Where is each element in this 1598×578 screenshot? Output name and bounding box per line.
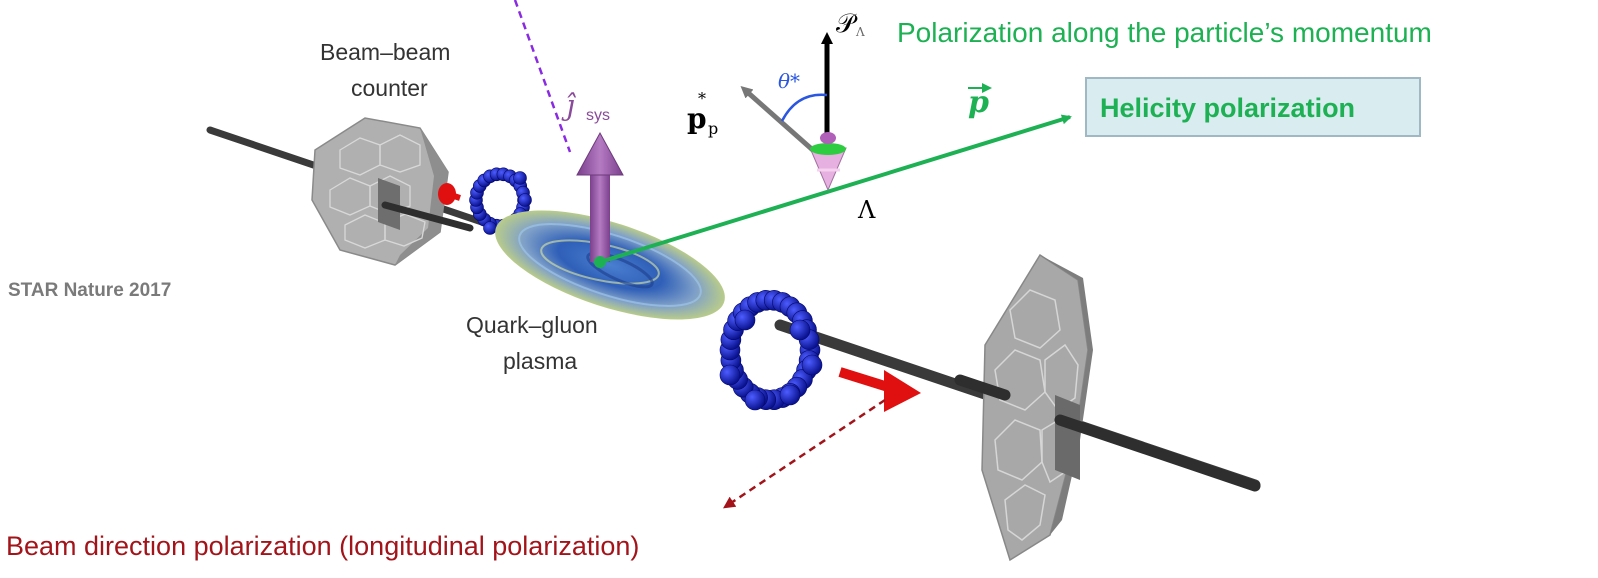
- nucleon-sphere: [779, 384, 801, 406]
- polarization-subscript: Λ: [855, 25, 865, 39]
- theta-arc: [780, 93, 828, 122]
- bbc-label-line2: counter: [351, 75, 428, 101]
- jsys-subscript: sys: [586, 107, 610, 124]
- beam-pipe-left-front: [381, 201, 474, 232]
- purple-dashed-line: [513, 0, 572, 153]
- proton-subscript: p: [708, 119, 718, 138]
- lambda-decay: [740, 32, 847, 192]
- helicity-box: [1085, 77, 1421, 137]
- citation-label: STAR Nature 2017: [8, 280, 171, 301]
- nucleon-sphere: [513, 171, 527, 185]
- proton-momentum-vector: [740, 86, 817, 154]
- nucleon-sphere: [483, 221, 497, 235]
- momentum-vector-label: p: [968, 85, 989, 120]
- qgp-label-line1: Quark–gluon: [466, 312, 598, 338]
- polarization-symbol: 𝒫: [836, 9, 858, 39]
- theta-star-label: θ*: [778, 69, 800, 93]
- nucleon-sphere: [789, 319, 811, 341]
- bbc-label-line1: Beam–beam: [320, 39, 450, 65]
- helicity-box-label: Helicity polarization: [1100, 93, 1355, 123]
- collision-point: [594, 256, 606, 268]
- beam-polarization-arrow: [723, 398, 886, 509]
- jsys-symbol: ĵ: [561, 89, 577, 122]
- left-red-arrow: [438, 183, 461, 205]
- proton-symbol: p: [687, 102, 707, 135]
- beam-pipe-right-front: [1054, 414, 1261, 492]
- right-nucleon-cluster: [719, 289, 823, 411]
- momentum-polarization-title: Polarization along the particle’s moment…: [897, 17, 1432, 48]
- nucleon-sphere: [801, 354, 823, 376]
- nucleon-sphere: [518, 193, 532, 207]
- right-red-arrow: [838, 367, 921, 412]
- right-detector: [981, 253, 1093, 562]
- jsys-arrow: [576, 131, 624, 262]
- nucleon-sphere: [734, 309, 756, 331]
- beam-pipe-stub: [954, 374, 1011, 401]
- proton-superscript: *: [698, 89, 706, 108]
- lambda-label: Λ: [857, 196, 876, 224]
- beam-polarization-label: Beam direction polarization (longitudina…: [6, 531, 639, 561]
- left-detector: [311, 117, 449, 266]
- nucleon-sphere: [719, 364, 741, 386]
- nucleon-sphere: [744, 389, 766, 411]
- qgp-label-line2: plasma: [503, 348, 577, 374]
- momentum-arrow: [599, 114, 1072, 264]
